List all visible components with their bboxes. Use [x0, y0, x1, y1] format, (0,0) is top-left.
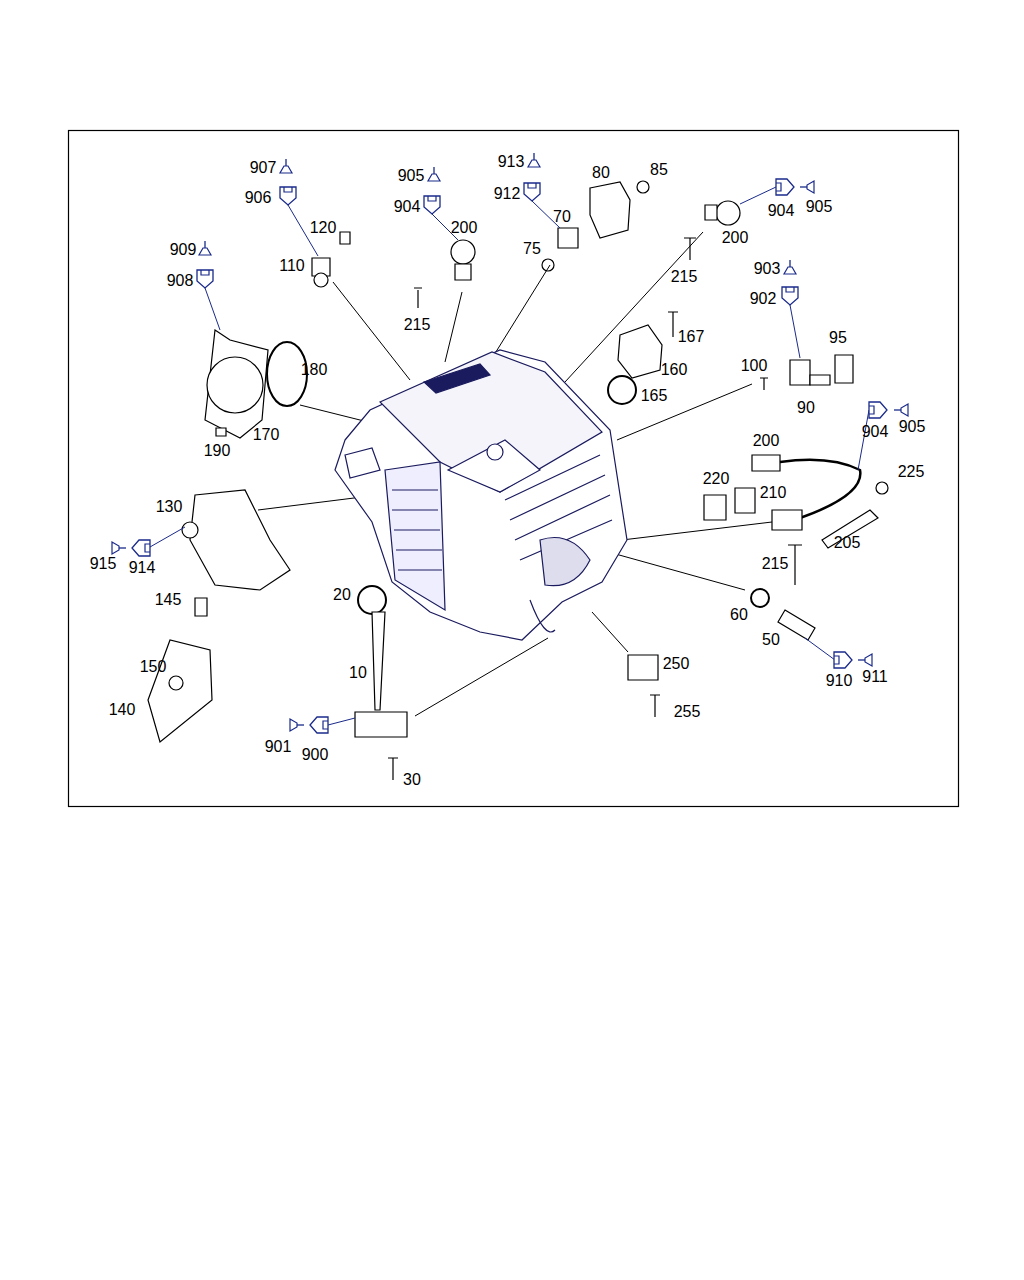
callout-number: 60 [730, 606, 748, 624]
callout-number: 150 [140, 658, 167, 676]
callout-number: 120 [310, 219, 337, 237]
callout-number: 200 [451, 219, 478, 237]
callout-number: 901 [265, 738, 292, 756]
callout-number: 167 [678, 328, 705, 346]
callout-number: 215 [762, 555, 789, 573]
callout-number: 912 [494, 185, 521, 203]
callout-number: 80 [592, 164, 610, 182]
callout-number: 903 [754, 260, 781, 278]
callout-number: 911 [862, 668, 888, 686]
callout-number: 905 [806, 198, 833, 216]
connector-symbols [112, 153, 908, 733]
callout-number: 160 [661, 361, 688, 379]
wires [150, 187, 869, 725]
callout-number: 904 [394, 198, 421, 216]
engine [335, 350, 627, 640]
callout-number: 30 [403, 771, 421, 789]
callout-number: 205 [834, 534, 861, 552]
callout-number: 225 [898, 463, 925, 481]
callout-number: 913 [498, 153, 525, 171]
callout-number: 110 [279, 257, 305, 275]
callout-number: 904 [862, 423, 889, 441]
callout-number: 905 [899, 418, 926, 436]
callout-number: 95 [829, 329, 847, 347]
callout-number: 140 [109, 701, 136, 719]
callout-number: 200 [722, 229, 749, 247]
callout-number: 100 [741, 357, 768, 375]
callout-number: 90 [797, 399, 815, 417]
callout-number: 904 [768, 202, 795, 220]
callout-number: 180 [301, 361, 328, 379]
frame [69, 131, 959, 807]
callout-number: 910 [826, 672, 853, 690]
parts [148, 181, 888, 780]
callout-number: 10 [349, 664, 367, 682]
callout-number: 908 [167, 272, 194, 290]
callout-number: 906 [245, 189, 272, 207]
callout-number: 914 [129, 559, 156, 577]
callout-number: 85 [650, 161, 668, 179]
callout-number: 165 [641, 387, 668, 405]
callout-number: 70 [553, 208, 571, 226]
callout-number: 220 [703, 470, 730, 488]
callout-number: 907 [250, 159, 277, 177]
callout-number: 902 [750, 290, 777, 308]
callout-number: 20 [333, 586, 351, 604]
callout-number: 145 [155, 591, 182, 609]
callout-number: 255 [674, 703, 701, 721]
callout-number: 170 [253, 426, 280, 444]
callout-number: 190 [204, 442, 231, 460]
callout-number: 905 [398, 167, 425, 185]
callout-number: 50 [762, 631, 780, 649]
callout-number: 200 [753, 432, 780, 450]
callout-number: 915 [90, 555, 117, 573]
callout-number: 75 [523, 240, 541, 258]
callout-number: 215 [404, 316, 431, 334]
callout-number: 215 [671, 268, 698, 286]
callout-number: 130 [156, 498, 183, 516]
callout-number: 250 [663, 655, 690, 673]
callout-number: 210 [760, 484, 787, 502]
callout-number: 900 [302, 746, 329, 764]
leader-lines [258, 232, 772, 716]
callout-number: 909 [170, 241, 197, 259]
